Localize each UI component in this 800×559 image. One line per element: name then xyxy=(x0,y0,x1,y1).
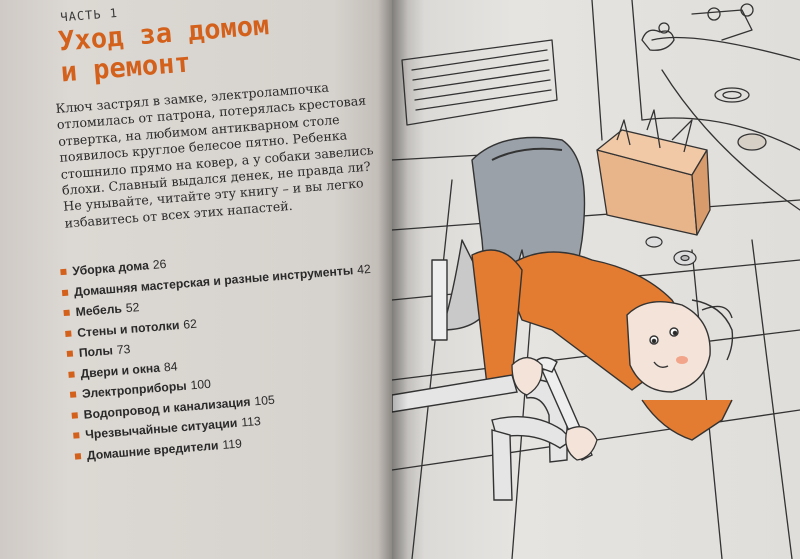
toc-item-page: 119 xyxy=(221,436,243,452)
faucet-icon xyxy=(691,3,754,41)
square-bullet-icon xyxy=(60,268,67,276)
washers-icon xyxy=(645,236,697,266)
toc-item-page: 84 xyxy=(163,359,179,375)
square-bullet-icon xyxy=(73,432,80,439)
toc-item-name: Полы xyxy=(78,343,114,361)
toc-item-name: Мебель xyxy=(75,301,123,320)
plumber-under-sink-illustration-icon xyxy=(392,0,800,559)
toc-item-page: 113 xyxy=(240,414,262,430)
vent-grille-icon xyxy=(401,39,558,126)
toc-item-page: 105 xyxy=(253,392,276,409)
square-bullet-icon xyxy=(68,370,75,378)
intro-paragraph: Ключ застрял в замке, электролампочка от… xyxy=(55,77,376,232)
person-hands xyxy=(511,356,598,461)
drain-icon xyxy=(714,87,750,103)
rubber-duck-icon xyxy=(641,22,675,51)
toc-item-name: Двери и окна xyxy=(79,360,161,381)
toc-item-page: 52 xyxy=(125,300,140,316)
person-head xyxy=(626,299,734,393)
square-bullet-icon xyxy=(69,391,77,398)
toc-item-name: Уборка дома xyxy=(71,258,150,279)
left-page-content: ЧАСТЬ 1 Уход за домом и ремонт Ключ заст… xyxy=(40,0,405,467)
pipes-icon xyxy=(392,374,574,501)
square-bullet-icon xyxy=(71,411,78,419)
right-page xyxy=(392,0,800,559)
toc-item-page: 73 xyxy=(116,342,131,358)
toc-item-page: 100 xyxy=(190,377,212,393)
left-page: ЧАСТЬ 1 Уход за домом и ремонт Ключ заст… xyxy=(0,0,392,559)
toolbox-icon xyxy=(596,109,711,236)
square-bullet-icon xyxy=(66,350,74,357)
toc-item-page: 62 xyxy=(182,316,198,332)
toc-item-page: 26 xyxy=(152,257,167,273)
square-bullet-icon xyxy=(74,452,82,460)
square-bullet-icon xyxy=(65,330,72,337)
square-bullet-icon xyxy=(61,289,69,296)
square-bullet-icon xyxy=(63,309,70,317)
toc-item-page: 42 xyxy=(356,261,372,277)
